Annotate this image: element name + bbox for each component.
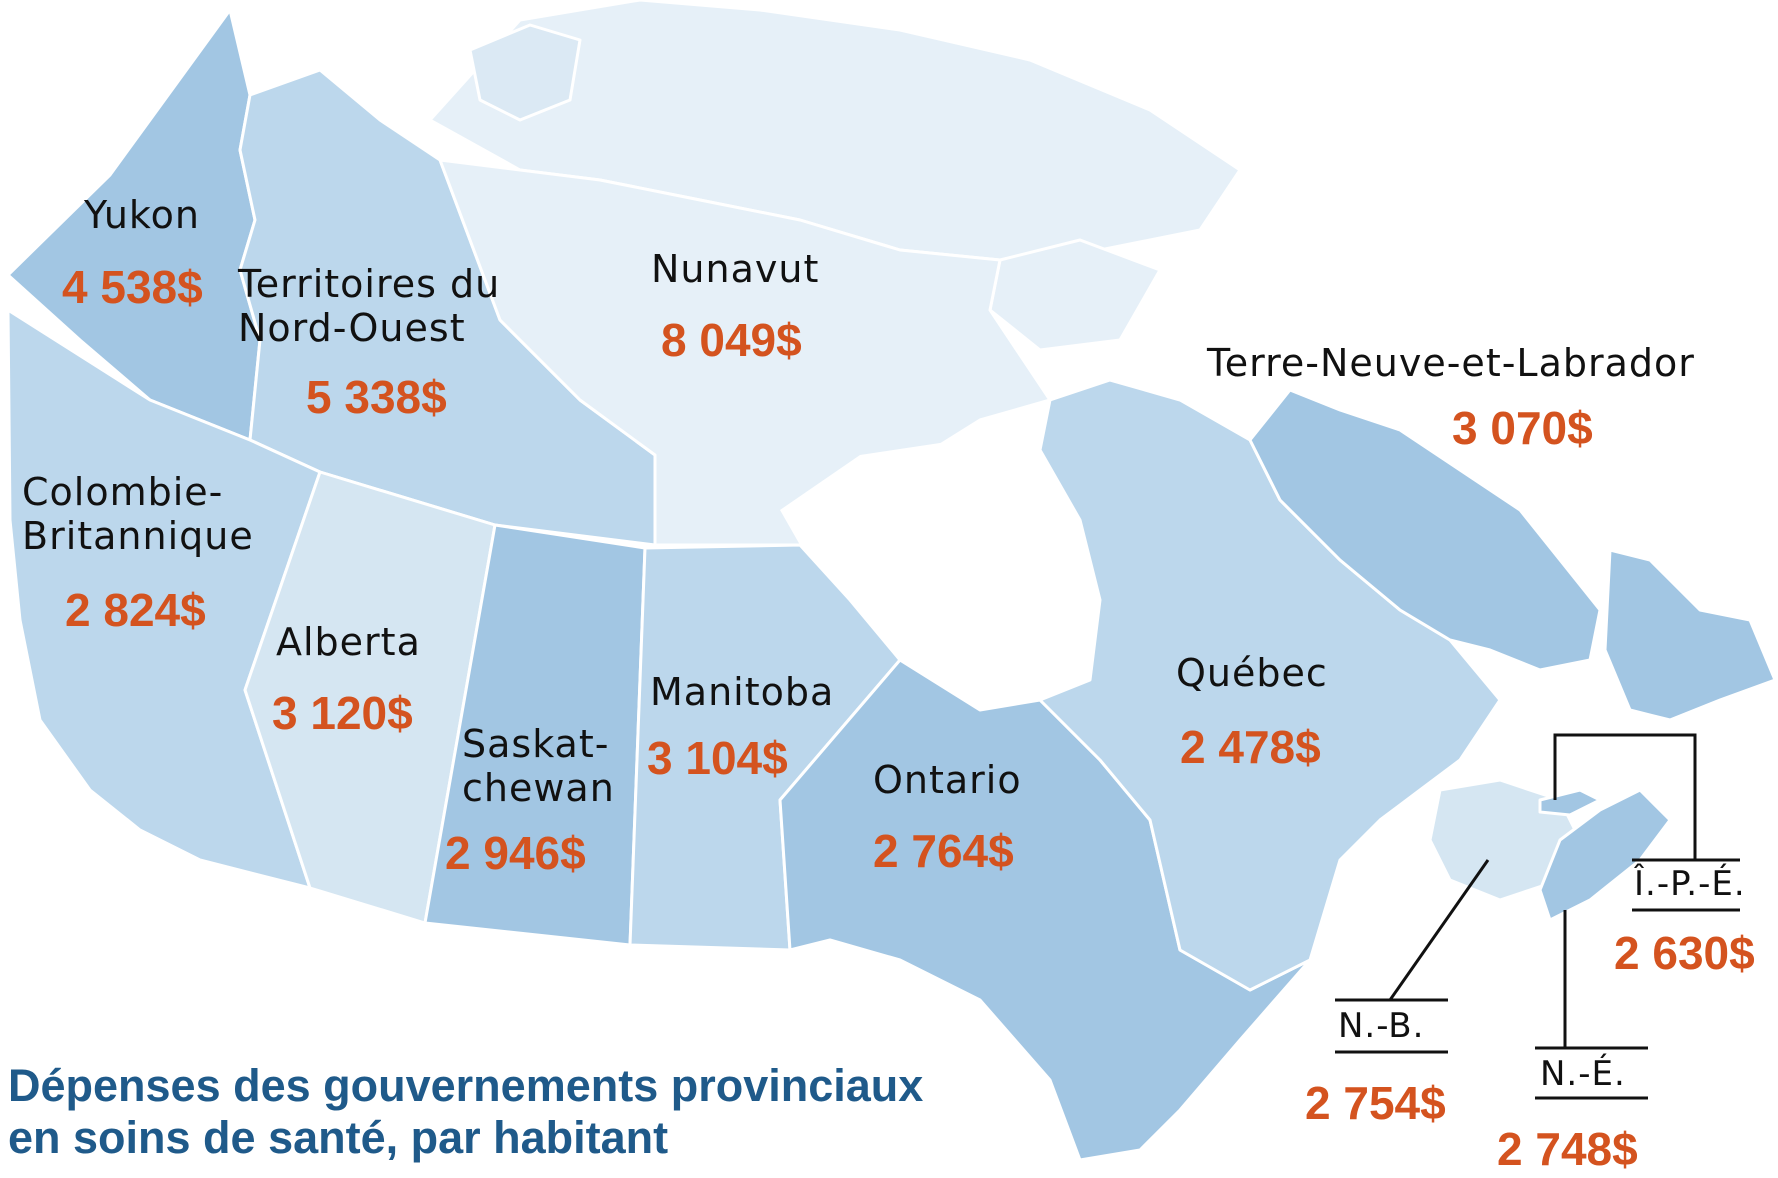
arctic-island-east [988, 238, 1162, 352]
label-yukon: Yukon [84, 193, 200, 237]
label-cb: Colombie- Britannique [22, 470, 254, 558]
value-manitoba: 3 104$ [647, 732, 788, 784]
value-sask: 2 946$ [445, 827, 586, 879]
value-cb: 2 824$ [65, 584, 206, 636]
value-tno: 5 338$ [306, 371, 447, 423]
arctic-island-small [468, 23, 582, 122]
value-nunavut: 8 049$ [661, 314, 802, 366]
label-nunavut: Nunavut [651, 247, 820, 291]
value-yukon: 4 538$ [62, 261, 203, 313]
value-alberta: 3 120$ [272, 687, 413, 739]
leader-nb [1388, 859, 1490, 1001]
label-ontario: Ontario [873, 758, 1022, 802]
region-alberta [243, 470, 497, 925]
value-tnl: 3 070$ [1452, 402, 1593, 454]
label-nb: N.-B. [1338, 1006, 1425, 1046]
value-nb: 2 754$ [1305, 1077, 1446, 1129]
region-tnl-labrador [1248, 388, 1602, 672]
label-alberta: Alberta [276, 620, 421, 664]
label-sask: Saskat- chewan [462, 722, 615, 810]
label-quebec: Québec [1176, 651, 1328, 695]
region-cb [6, 308, 322, 890]
region-tno [238, 68, 657, 547]
hudson-bay [780, 440, 1100, 710]
value-quebec: 2 478$ [1180, 721, 1321, 773]
value-ne: 2 748$ [1497, 1123, 1638, 1175]
label-tnl: Terre-Neuve-et-Labrador [1207, 341, 1695, 385]
region-tnl-island [1603, 548, 1777, 722]
map-title: Dépenses des gouvernements provinciaux e… [8, 1060, 924, 1163]
region-nunavut [438, 158, 1052, 547]
label-ipe: Î.-P.-É. [1634, 864, 1746, 904]
label-tno: Territoires du Nord-Ouest [238, 262, 501, 350]
value-ontario: 2 764$ [873, 825, 1014, 877]
value-ipe: 2 630$ [1614, 927, 1755, 979]
label-ne: N.-É. [1540, 1054, 1626, 1094]
leader-ipe [1553, 733, 1697, 860]
label-manitoba: Manitoba [650, 670, 835, 714]
region-ipe [1538, 788, 1602, 817]
